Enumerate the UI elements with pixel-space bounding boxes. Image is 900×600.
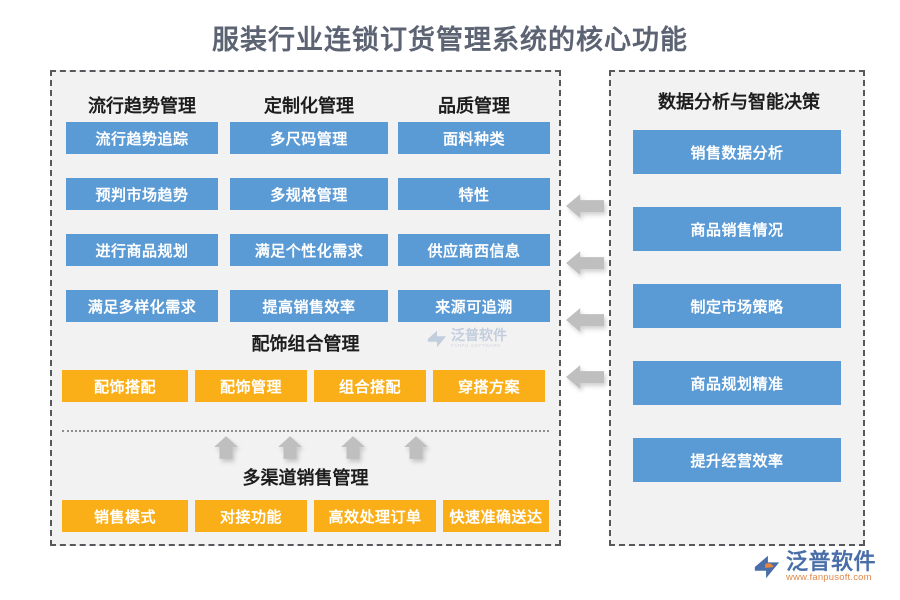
chip-quality-3[interactable]: 供应商西信息: [398, 234, 550, 266]
chip-quality-2[interactable]: 特性: [398, 178, 550, 210]
chip-custom-1[interactable]: 多尺码管理: [230, 122, 388, 154]
chip-channel-2[interactable]: 对接功能: [195, 500, 307, 532]
chip-custom-4[interactable]: 提高销售效率: [230, 290, 388, 322]
accessory-section-heading: 配饰组合管理: [251, 334, 360, 354]
chip-trend-3[interactable]: 进行商品规划: [66, 234, 218, 266]
chip-analytics-1[interactable]: 销售数据分析: [633, 130, 841, 174]
chip-trend-2[interactable]: 预判市场趋势: [66, 178, 218, 210]
chip-accessory-2[interactable]: 配饰管理: [195, 370, 307, 402]
brand-url: www.fanpusoft.com: [786, 572, 872, 584]
chip-analytics-3[interactable]: 制定市场策略: [633, 284, 841, 328]
brand-name: 泛普软件: [786, 549, 877, 574]
column-heading-trend: 流行趋势管理: [88, 96, 196, 116]
left-arrow-icon-3: [566, 305, 604, 335]
chip-quality-1[interactable]: 面料种类: [398, 122, 550, 154]
channel-section-heading: 多渠道销售管理: [242, 468, 369, 488]
chip-accessory-3[interactable]: 组合搭配: [314, 370, 426, 402]
chip-quality-4[interactable]: 来源可追溯: [398, 290, 550, 322]
left-arrow-icon-4: [566, 362, 604, 392]
chip-channel-1[interactable]: 销售模式: [62, 500, 188, 532]
right-panel-heading: 数据分析与智能决策: [658, 92, 820, 112]
chip-channel-4[interactable]: 快速准确送达: [443, 500, 549, 532]
chip-analytics-2[interactable]: 商品销售情况: [633, 207, 841, 251]
chip-channel-3[interactable]: 高效处理订单: [314, 500, 436, 532]
up-arrow-icon-2: [277, 434, 303, 460]
brand-logo: 泛普软件 www.fanpusoft.com: [752, 550, 876, 583]
right-panel: 数据分析与智能决策 销售数据分析 商品销售情况 制定市场策略 商品规划精准 提升…: [609, 70, 865, 546]
up-arrow-icon-3: [340, 434, 366, 460]
chip-analytics-4[interactable]: 商品规划精准: [633, 361, 841, 405]
chip-custom-3[interactable]: 满足个性化需求: [230, 234, 388, 266]
left-arrow-icon-2: [566, 248, 604, 278]
page-title: 服装行业连锁订货管理系统的核心功能: [212, 25, 688, 55]
chip-accessory-4[interactable]: 穿搭方案: [433, 370, 545, 402]
up-arrow-icon-4: [403, 434, 429, 460]
chip-accessory-1[interactable]: 配饰搭配: [62, 370, 188, 402]
chip-custom-2[interactable]: 多规格管理: [230, 178, 388, 210]
column-heading-custom: 定制化管理: [264, 96, 354, 116]
column-heading-quality: 品质管理: [438, 96, 510, 116]
left-arrow-icon-1: [566, 191, 604, 221]
chip-trend-1[interactable]: 流行趋势追踪: [66, 122, 218, 154]
chip-trend-4[interactable]: 满足多样化需求: [66, 290, 218, 322]
section-divider: [62, 430, 549, 432]
left-panel: 流行趋势管理 定制化管理 品质管理 流行趋势追踪 多尺码管理 面料种类 预判市场…: [50, 70, 561, 546]
chip-analytics-5[interactable]: 提升经营效率: [633, 438, 841, 482]
up-arrow-icon-1: [213, 434, 239, 460]
fanpu-logo-icon: [752, 552, 782, 582]
